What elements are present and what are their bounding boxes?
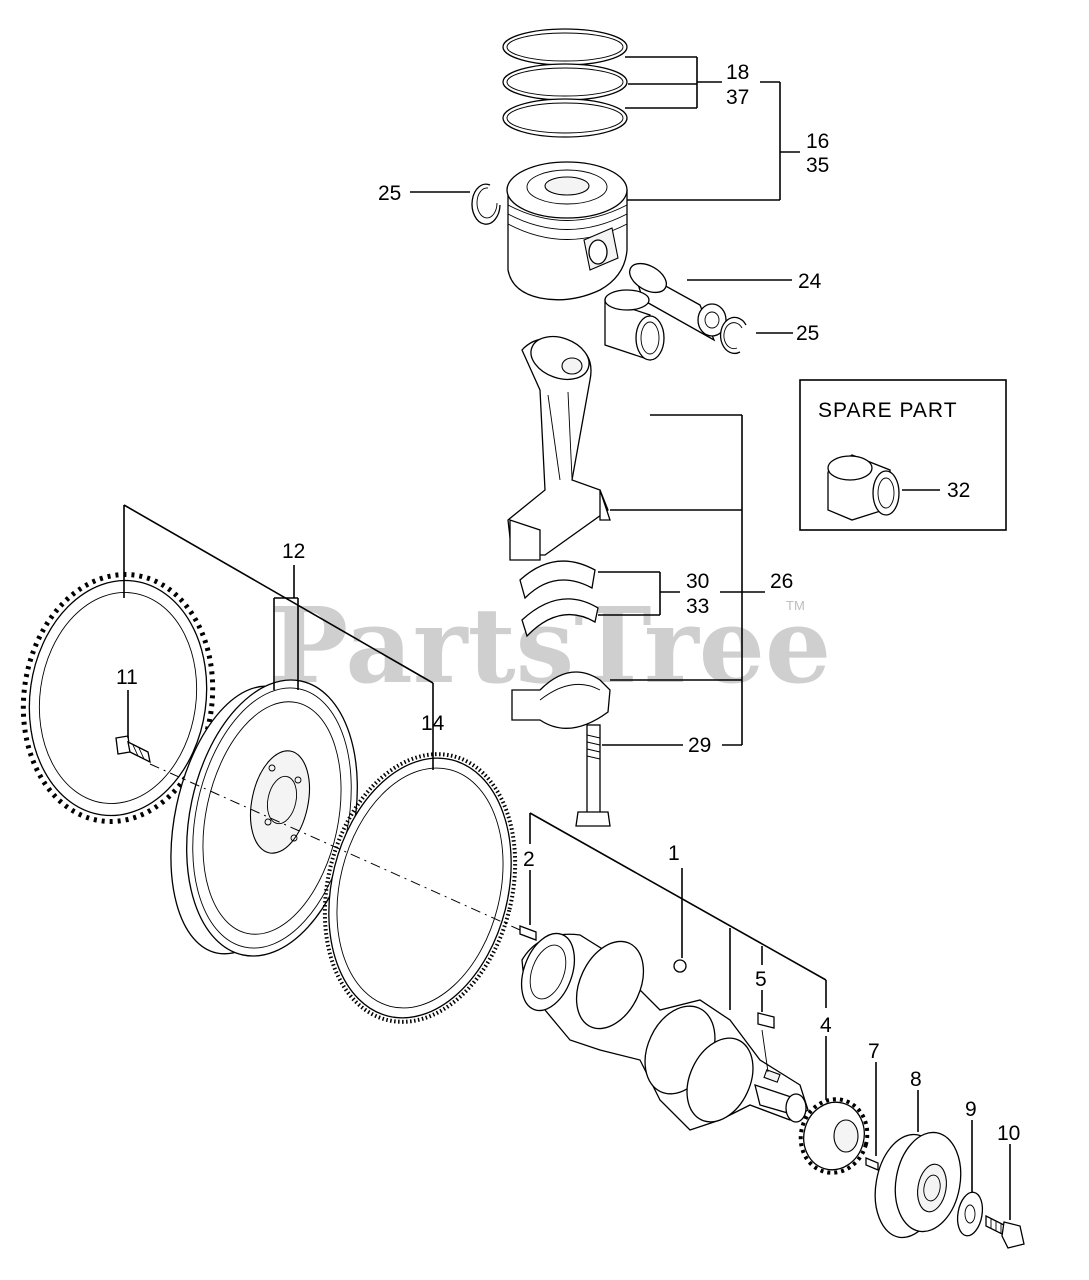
snap-ring-left: [471, 183, 501, 225]
callout-24: 24: [798, 270, 822, 293]
piston-pin: [629, 262, 727, 342]
callout-14: 14: [421, 712, 445, 735]
ring-gear: [322, 752, 518, 1024]
callout-labels: 18 37 16 35 25 24 25 26 30 33 29 12 11 1…: [116, 61, 1020, 1145]
piston-rings: [502, 28, 628, 138]
callout-25-left: 25: [378, 182, 401, 205]
washer: [956, 1191, 984, 1237]
callout-10: 10: [997, 1122, 1020, 1145]
callout-4: 4: [820, 1014, 832, 1037]
callout-5: 5: [755, 968, 767, 991]
callout-12: 12: [282, 540, 305, 563]
callout-18: 18: [726, 61, 749, 84]
callout-32: 32: [947, 479, 970, 502]
woodruff-key: [757, 1012, 775, 1029]
callout-8: 8: [910, 1068, 922, 1091]
callout-7: 7: [868, 1040, 880, 1063]
callout-37: 37: [726, 86, 749, 109]
spare-part-box: SPARE PART 32: [799, 379, 1007, 531]
connecting-rod-cap: [511, 671, 611, 729]
dowel-pin: [519, 925, 537, 941]
piston: [506, 161, 628, 301]
callout-35: 35: [806, 154, 829, 177]
ring-gear-outer: [20, 572, 216, 824]
callout-2: 2: [523, 848, 535, 871]
callout-16: 16: [806, 130, 829, 153]
pulley-bolt: [985, 1214, 1025, 1249]
callout-25-right: 25: [796, 322, 819, 345]
spring-pin: [865, 1157, 879, 1171]
crankshaft-pulley: [874, 1131, 962, 1239]
leader-lines: [123, 56, 1011, 1220]
callout-9: 9: [965, 1098, 977, 1121]
flywheel: [170, 679, 358, 957]
callout-11: 11: [116, 666, 138, 689]
watermark-trademark: TM: [786, 598, 805, 613]
bearing-shells: [519, 560, 599, 638]
connecting-rod-bolt: [575, 724, 611, 827]
connecting-rod: [507, 335, 611, 561]
crankshaft: [520, 932, 809, 1131]
snap-ring-right: [719, 316, 747, 355]
small-end-bushing: [604, 289, 665, 361]
callout-26: 26: [770, 570, 793, 593]
callout-30: 30: [686, 570, 709, 593]
flywheel-bolt: [115, 735, 151, 764]
callout-1: 1: [668, 842, 680, 865]
spare-part-title: SPARE PART: [818, 399, 958, 422]
callout-33: 33: [686, 595, 709, 618]
callout-29: 29: [688, 734, 711, 757]
crankshaft-gear: [798, 1097, 870, 1175]
